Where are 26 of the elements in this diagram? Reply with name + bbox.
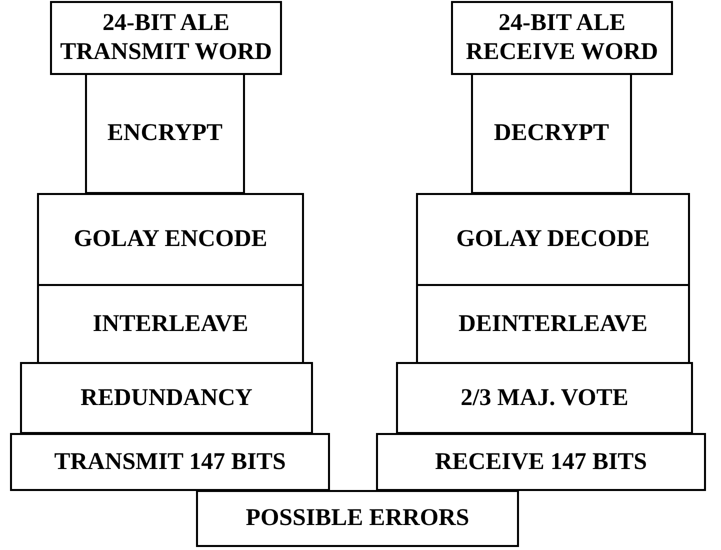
box-label: 24-BIT ALE RECEIVE WORD — [464, 9, 660, 67]
box-label: ENCRYPT — [107, 119, 223, 148]
box-label: POSSIBLE ERRORS — [246, 504, 470, 533]
process-box — [471, 73, 632, 194]
process-box — [451, 1, 673, 75]
box-label: RECEIVE 147 BITS — [434, 448, 648, 476]
process-box — [10, 433, 330, 491]
box-label: REDUNDANCY — [80, 384, 252, 412]
box-label: DECRYPT — [494, 119, 610, 148]
process-box — [416, 284, 690, 364]
process-box — [20, 362, 313, 434]
box-label: GOLAY DECODE — [456, 225, 650, 254]
process-box — [196, 490, 519, 547]
box-label: GOLAY ENCODE — [74, 225, 268, 254]
process-box — [50, 1, 282, 75]
process-box — [396, 362, 693, 434]
box-label: TRANSMIT 147 BITS — [54, 448, 286, 476]
process-box — [85, 73, 245, 194]
process-box — [37, 193, 304, 286]
process-box — [37, 284, 304, 364]
process-box — [376, 433, 706, 491]
box-label: DEINTERLEAVE — [458, 310, 648, 338]
box-label: 24-BIT ALE TRANSMIT WORD — [59, 9, 273, 67]
box-label: 2/3 MAJ. VOTE — [460, 384, 628, 412]
process-box — [416, 193, 690, 286]
box-label: INTERLEAVE — [92, 310, 248, 338]
